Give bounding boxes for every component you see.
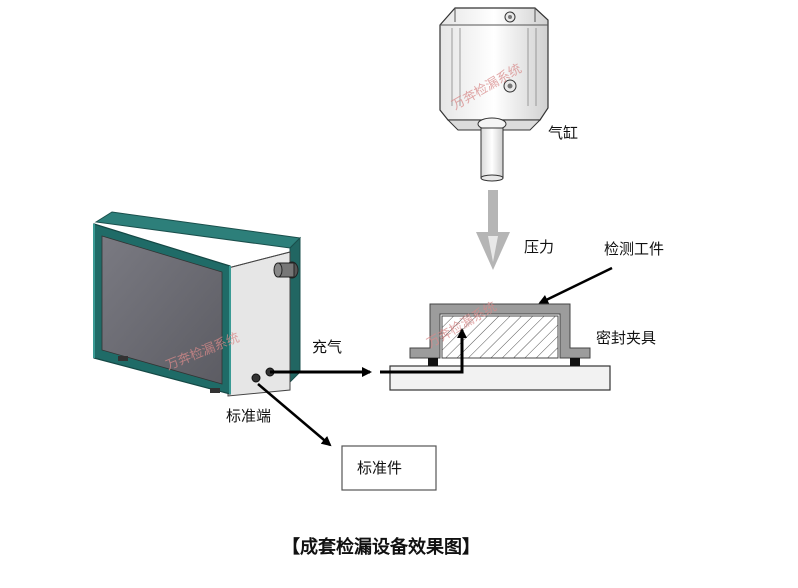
- inflate-label: 充气: [312, 338, 342, 356]
- inflate-line-into-fixture: [380, 328, 467, 374]
- workpiece-label: 检测工件: [604, 240, 664, 258]
- figure-caption: 【成套检漏设备效果图】: [282, 536, 480, 558]
- workpiece-pointer-arrow: [538, 266, 613, 305]
- sealing-fixture: [389, 303, 611, 391]
- standard-part-box: [341, 445, 437, 491]
- leak-tester-cabinet: [93, 211, 302, 397]
- pressure-arrow: [476, 190, 510, 270]
- pressure-label: 压力: [524, 238, 554, 256]
- standard-part-label: 标准件: [357, 459, 402, 477]
- fixture-label: 密封夹具: [596, 329, 656, 347]
- cylinder: [439, 7, 549, 182]
- cylinder-label: 气缸: [548, 124, 578, 142]
- standard-port-label: 标准端: [226, 407, 271, 425]
- standard-port-arrow: [257, 383, 332, 447]
